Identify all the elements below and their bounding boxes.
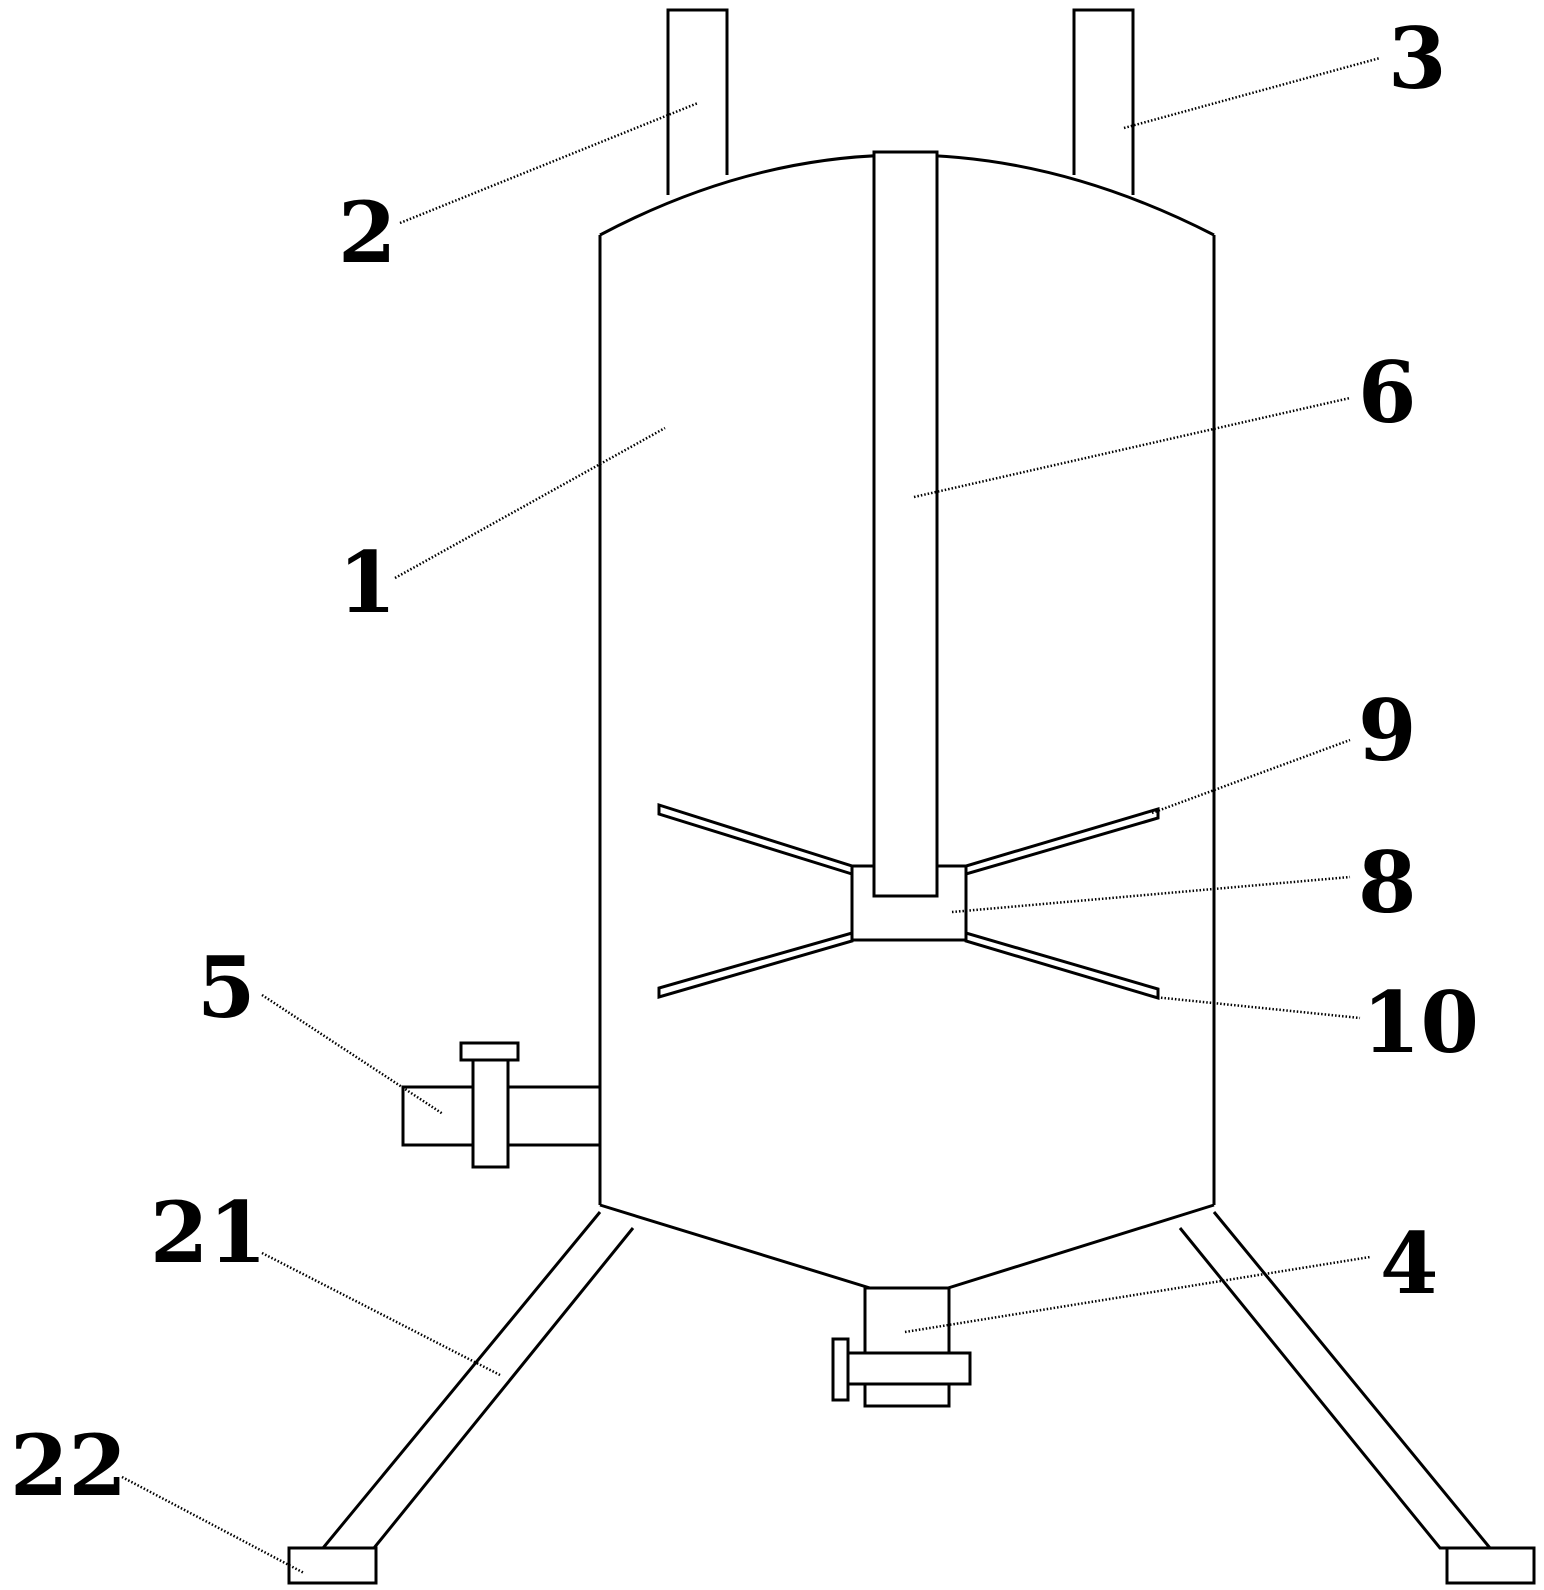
side-outlet-valve xyxy=(401,1041,602,1169)
leader-10 xyxy=(1153,995,1361,1020)
leader-1 xyxy=(394,426,666,580)
callout-10: 10 xyxy=(1362,973,1479,1072)
callout-5: 5 xyxy=(197,938,255,1037)
leader-9 xyxy=(1151,738,1351,815)
callout-2: 2 xyxy=(338,183,396,282)
leader-4 xyxy=(904,1255,1371,1334)
inlet-pipe-left xyxy=(666,8,729,195)
leader-8 xyxy=(951,875,1351,914)
leader-3 xyxy=(1123,56,1381,130)
leader-21 xyxy=(261,1251,501,1377)
leader-lines xyxy=(121,56,1381,1575)
shaft-hub xyxy=(850,864,968,942)
leader-22 xyxy=(121,1475,305,1575)
callout-1: 1 xyxy=(338,533,396,632)
callout-21: 21 xyxy=(150,1183,267,1282)
stirring-shaft xyxy=(872,150,939,898)
inlet-pipe-right xyxy=(1072,8,1135,195)
callout-4: 4 xyxy=(1380,1214,1438,1313)
leader-5 xyxy=(261,993,444,1116)
callout-8: 8 xyxy=(1358,833,1416,932)
lower-blades xyxy=(657,931,1160,1001)
bottom-outlet-valve xyxy=(831,1286,972,1408)
callout-9: 9 xyxy=(1358,681,1416,780)
callout-22: 22 xyxy=(10,1416,127,1515)
leader-6 xyxy=(913,396,1351,499)
callout-6: 6 xyxy=(1358,343,1416,442)
callout-labels: 1 2 3 4 5 6 8 9 10 21 22 xyxy=(10,9,1479,1515)
leader-2 xyxy=(399,101,699,225)
callout-3: 3 xyxy=(1388,9,1446,108)
foot-pad xyxy=(287,1546,1536,1585)
upper-blades xyxy=(657,802,1160,877)
